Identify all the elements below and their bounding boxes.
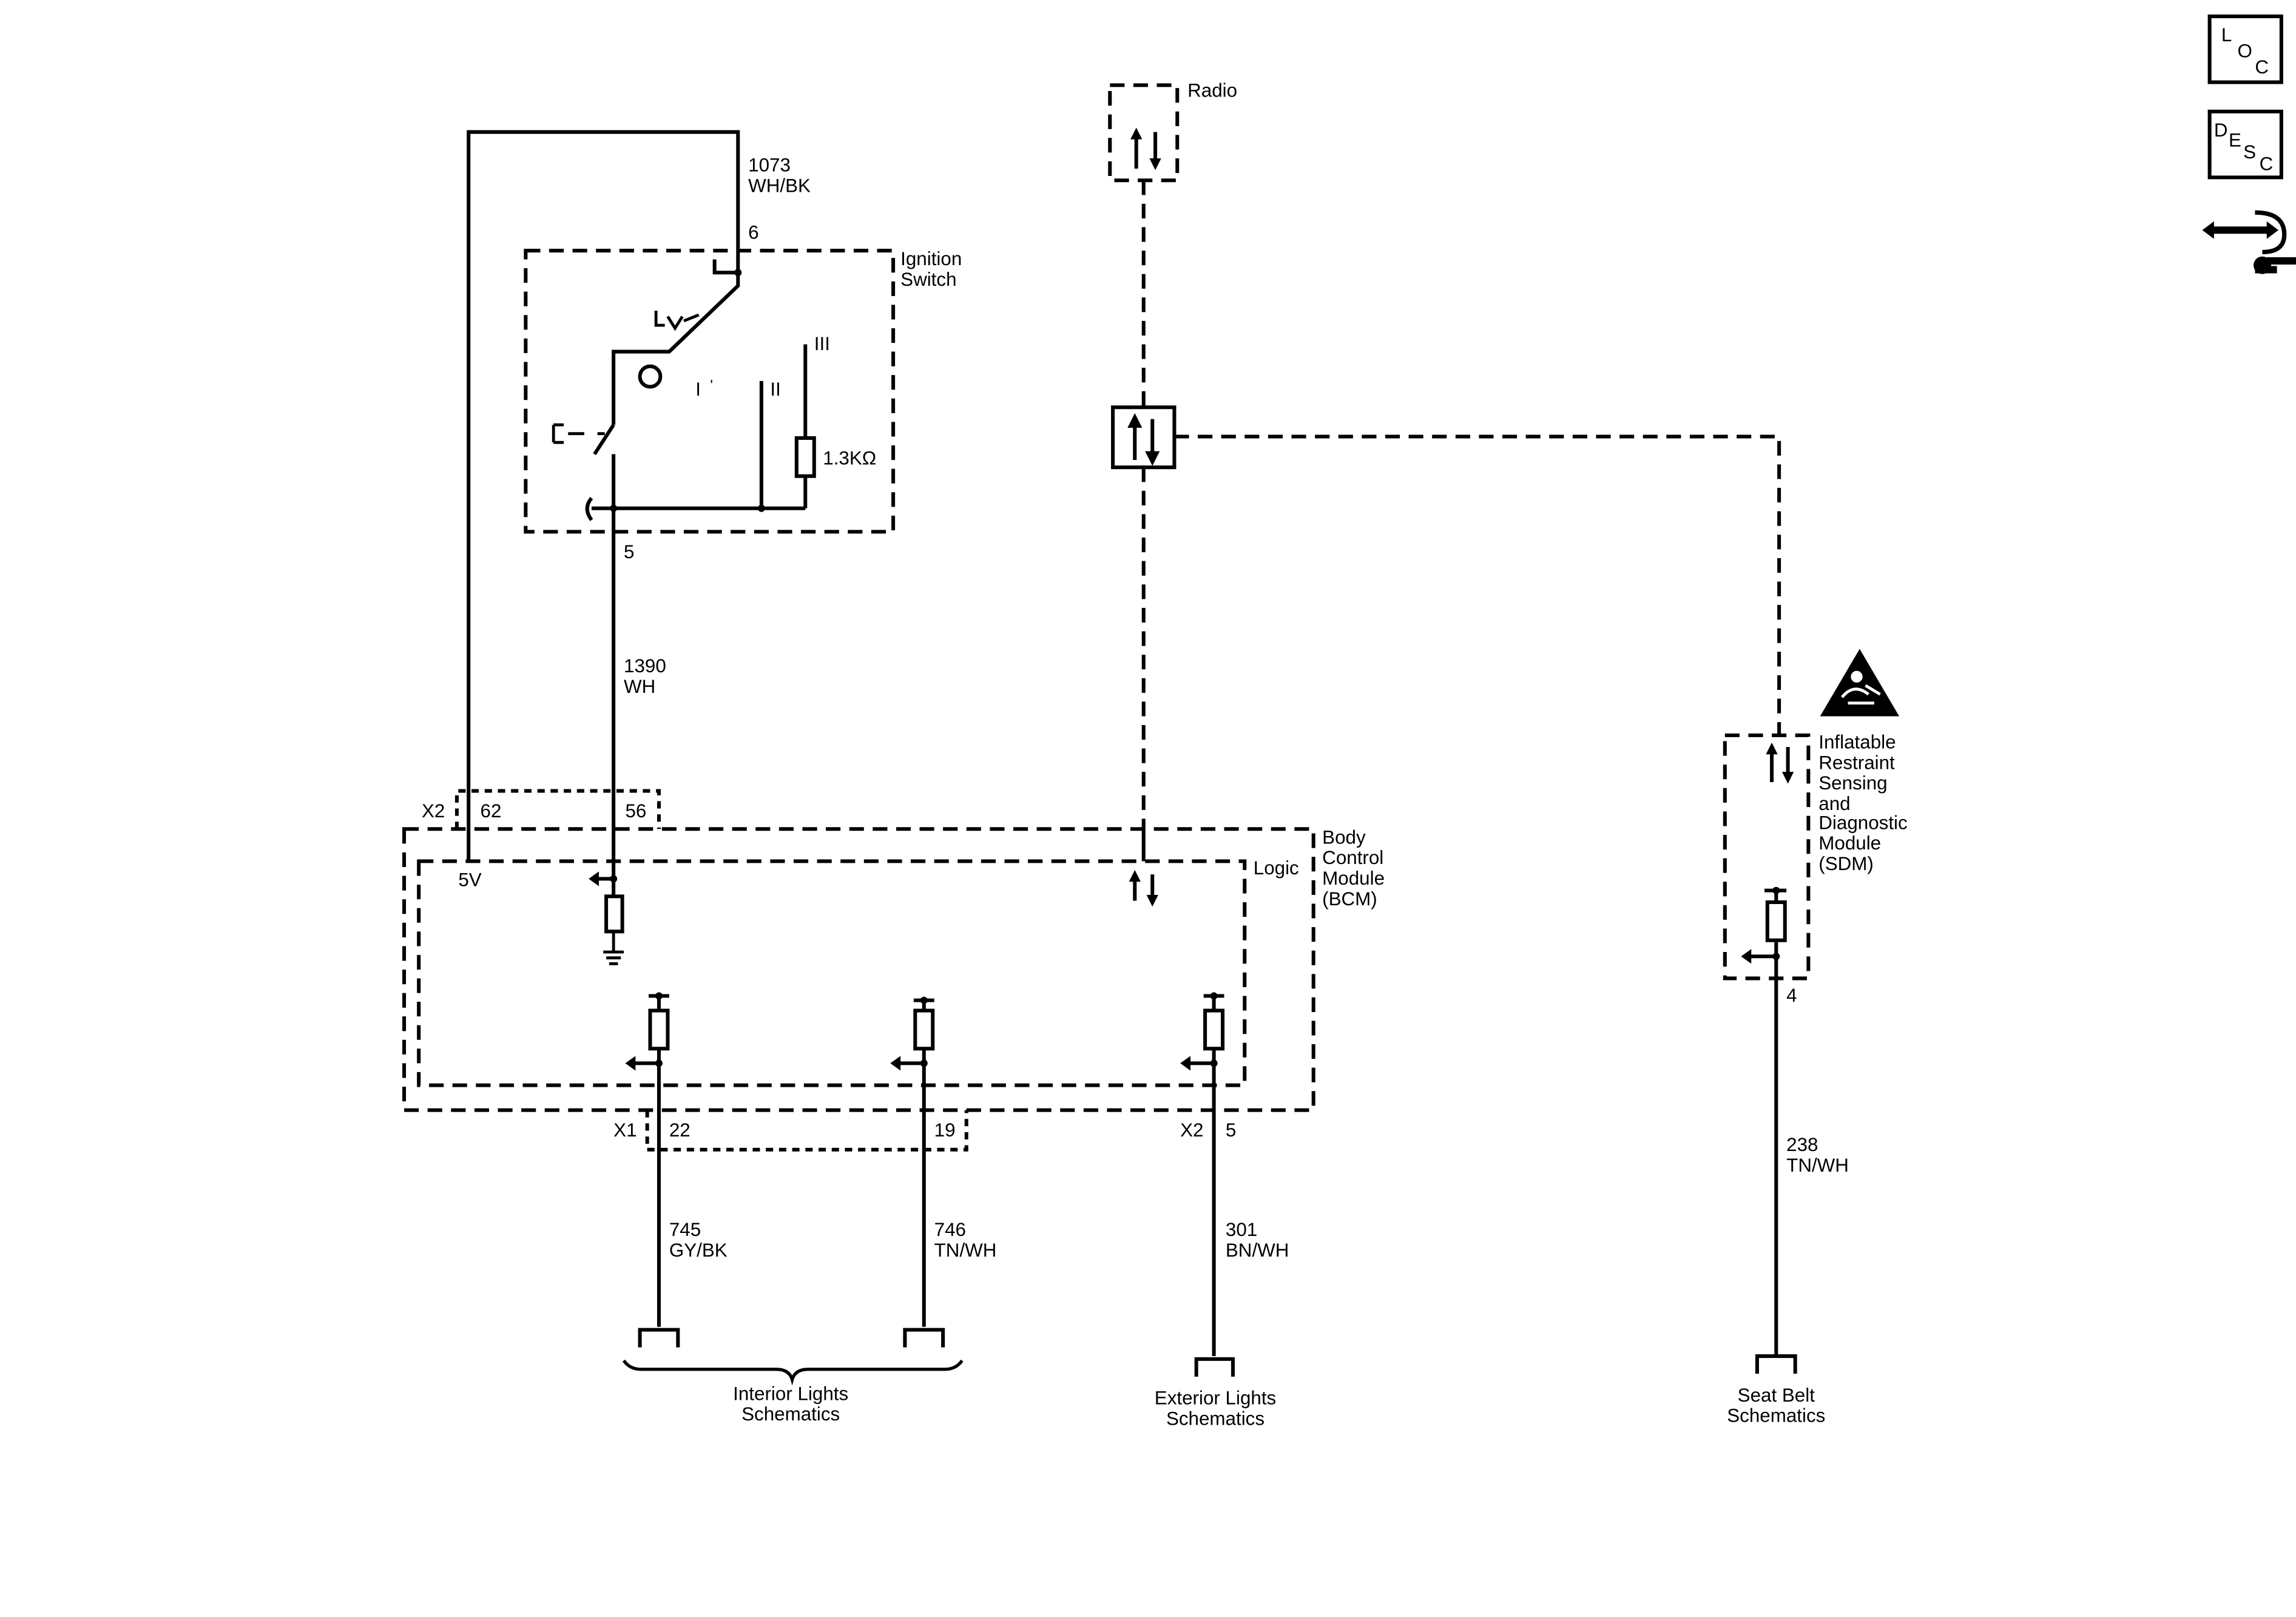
position-ii-label: II	[770, 379, 780, 400]
connector-test-icon[interactable]	[2202, 210, 2296, 274]
serial-data-splice	[1111, 405, 1177, 470]
ignition-switch-label-2: Switch	[900, 269, 956, 290]
interior-lights-reference[interactable]: Interior Lights Schematics	[622, 1328, 964, 1425]
wire-301-circuit: 301	[1226, 1219, 1257, 1240]
wire-238-color: TN/WH	[1786, 1155, 1849, 1176]
pin-62-label: 62	[481, 800, 502, 822]
radio-module: Radio	[1108, 80, 1237, 183]
desc-letter-d: D	[2214, 120, 2228, 141]
bcm-label-3: Module	[1322, 868, 1385, 889]
sdm-label-1: Inflatable	[1818, 732, 1896, 753]
wire-745-color: GY/BK	[669, 1240, 728, 1261]
connector-x2-top: X2	[422, 800, 445, 822]
desc-letter-s: S	[2243, 141, 2256, 163]
wire-1390-circuit: 1390	[624, 655, 666, 677]
pin-5-switch-label: 5	[624, 541, 634, 562]
sdm-label-5: Diagnostic	[1818, 812, 1907, 833]
radio-label: Radio	[1187, 80, 1237, 101]
sdm-module: Inflatable Restraint Sensing and Diagnos…	[1723, 649, 1908, 1357]
driver-745	[625, 992, 670, 1327]
exterior-lights-reference[interactable]: Exterior Lights Schematics	[1155, 1357, 1276, 1430]
interior-lights-label-2: Schematics	[741, 1403, 840, 1425]
pin-6-label: 6	[748, 222, 758, 243]
resistor-1-3k	[794, 436, 816, 478]
wire-1073-color: WH/BK	[748, 175, 811, 197]
wire-1073-circuit: 1073	[748, 155, 791, 176]
pin-22-label: 22	[669, 1119, 690, 1141]
bcm-label-2: Control	[1322, 847, 1383, 868]
position-iii-label: III	[814, 333, 830, 354]
connector-x1: X1	[613, 1119, 636, 1141]
sdm-label-3: Sensing	[1818, 772, 1887, 794]
wire-746-circuit: 746	[934, 1219, 966, 1240]
wire-1390-color: WH	[624, 676, 655, 697]
interior-lights-label-1: Interior Lights	[733, 1383, 848, 1404]
position-i-label: I	[695, 379, 701, 400]
seat-belt-reference[interactable]: Seat Belt Schematics	[1727, 1354, 1825, 1426]
exterior-lights-label-2: Schematics	[1166, 1408, 1264, 1429]
ignition-switch-label-1: Ignition	[900, 248, 962, 269]
sdm-label-2: Restraint	[1818, 752, 1895, 773]
sdm-label-4: and	[1818, 793, 1850, 814]
bcm-label-1: Body	[1322, 826, 1366, 848]
airbag-warning-icon	[1820, 649, 1900, 717]
sdm-label-6: Module	[1818, 832, 1881, 854]
exterior-lights-label-1: Exterior Lights	[1155, 1388, 1276, 1409]
sdm-label-7: (SDM)	[1818, 853, 1874, 874]
desc-letter-c: C	[2260, 153, 2274, 174]
loc-letter-o: O	[2237, 40, 2252, 61]
wire-745-circuit: 745	[669, 1219, 701, 1240]
loc-letter-c: C	[2255, 56, 2269, 78]
body-control-module: X2 62 56 Body Control Module (BCM) Logic…	[402, 789, 1385, 1357]
seat-belt-label-1: Seat Belt	[1738, 1385, 1815, 1406]
pin-5-bcm-label: 5	[1226, 1119, 1236, 1141]
resistor-value: 1.3KΩ	[823, 447, 876, 468]
driver-301	[1180, 992, 1225, 1357]
wire-238-circuit: 238	[1786, 1134, 1818, 1155]
pin-56-label: 56	[625, 800, 646, 822]
wire-301-color: BN/WH	[1226, 1240, 1289, 1261]
wire-746-color: TN/WH	[934, 1240, 997, 1261]
position-i-tick: '	[710, 377, 713, 393]
pull-down-resistor	[604, 894, 624, 934]
loc-letter-l: L	[2221, 24, 2232, 46]
bcm-label-4: (BCM)	[1322, 888, 1377, 910]
connector-x2-bottom: X2	[1180, 1119, 1203, 1141]
loc-button[interactable]: L O C	[2207, 14, 2283, 84]
pin-19-label: 19	[934, 1119, 956, 1141]
seat-belt-label-2: Schematics	[1727, 1405, 1825, 1426]
logic-label: Logic	[1254, 857, 1299, 879]
5v-label: 5V	[458, 869, 481, 890]
desc-letter-e: E	[2229, 130, 2241, 151]
desc-button[interactable]: D E S C	[2207, 109, 2283, 180]
ignition-switch: Ignition Switch 1073 WH/BK 6 I ' II III …	[467, 130, 962, 863]
pin-4-label: 4	[1786, 985, 1797, 1006]
driver-746	[890, 996, 935, 1327]
